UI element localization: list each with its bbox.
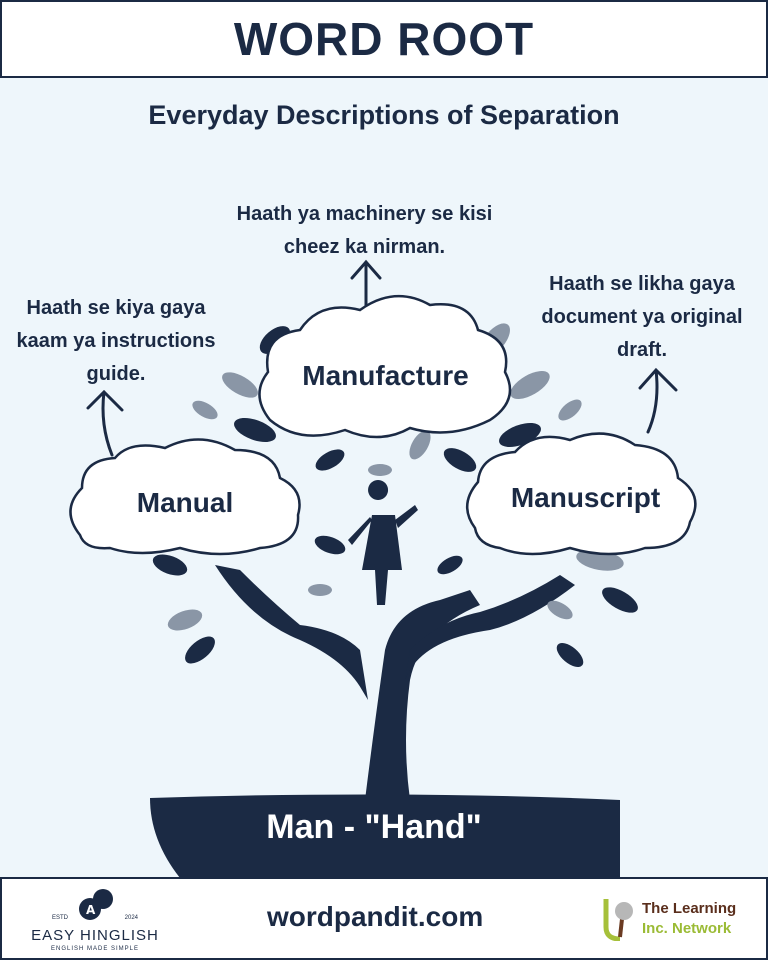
speech-bubbles-icon: A [79, 889, 113, 920]
cloud-manuscript [466, 432, 697, 556]
description-manuscript: Haath se likha gaya document ya original… [541, 273, 743, 361]
description-manufacture: Haath ya machinery se kisi cheez ka nirm… [236, 203, 493, 258]
child-silhouette [348, 480, 418, 605]
trunk [365, 590, 480, 800]
arrow-manual [86, 389, 124, 457]
learning-line2: Inc. Network [642, 920, 732, 937]
easy-hinglish-tagline: ENGLISH MADE SIMPLE [50, 946, 140, 952]
header: WORD ROOT [0, 0, 768, 78]
word-manuscript: Manuscript [510, 482, 661, 513]
arrow-manuscript [638, 367, 678, 434]
cloud-manufacture [258, 294, 512, 439]
svg-text:A: A [86, 903, 96, 917]
word-manufacture: Manufacture [302, 360, 469, 391]
page-title: WORD ROOT [233, 13, 535, 65]
website-link[interactable]: wordpandit.com [267, 901, 484, 932]
left-hand [215, 565, 368, 700]
cloud-manual [69, 438, 301, 556]
easy-hinglish-name: EASY HINGLISH [31, 927, 159, 944]
ground-base [150, 794, 620, 878]
right-hand [405, 575, 575, 680]
learning-network-logo: The Learning Inc. Network [642, 899, 736, 939]
estd-year: 2024 [124, 915, 138, 921]
arrow-manufacture [350, 259, 382, 310]
estd-label: ESTD [52, 915, 69, 921]
learning-tree-icon [603, 899, 633, 941]
subtitle: Everyday Descriptions of Separation [148, 100, 620, 130]
description-manual: Haath se kiya gaya kaam ya instructions … [16, 297, 216, 385]
learning-line1: The Learning [642, 900, 737, 917]
easy-hinglish-logo: A ESTD 2024 EASY HINGLISH ENGLISH MADE S… [30, 889, 160, 952]
root-word: Man - "Hand" [266, 808, 482, 846]
footer: A ESTD 2024 EASY HINGLISH ENGLISH MADE S… [0, 877, 768, 960]
word-manual: Manual [136, 487, 234, 518]
